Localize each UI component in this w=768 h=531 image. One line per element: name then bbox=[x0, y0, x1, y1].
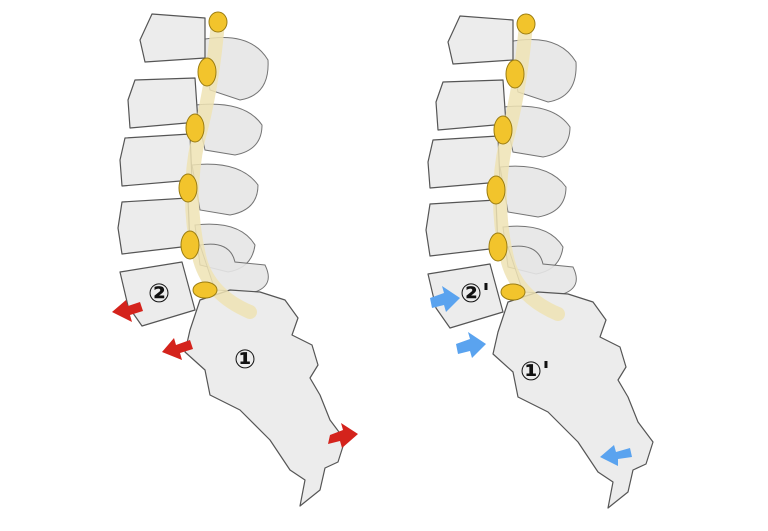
arrow-l5-left bbox=[112, 300, 143, 322]
left-spine bbox=[112, 12, 358, 506]
label-l5: ② bbox=[148, 279, 170, 309]
arrow-sacrum-right bbox=[456, 332, 486, 358]
label-l5-prime: ②' bbox=[460, 279, 490, 309]
arrow-coccyx-left bbox=[600, 445, 632, 466]
label-sacrum-prime: ①' bbox=[520, 357, 550, 387]
arrow-l5-right bbox=[430, 286, 460, 312]
label-sacrum: ① bbox=[234, 345, 256, 375]
right-spine bbox=[426, 14, 653, 508]
arrow-sacrum-left bbox=[162, 338, 193, 360]
arrow-coccyx-right bbox=[328, 423, 358, 448]
